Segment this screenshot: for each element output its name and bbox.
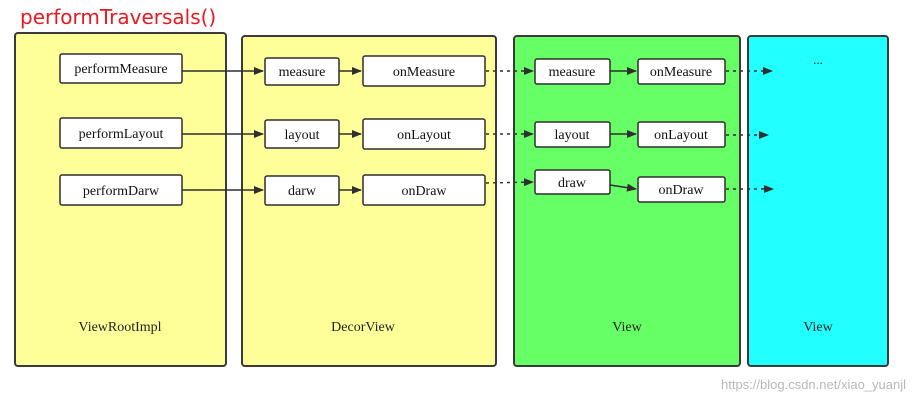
- lane-view-1-label: View: [612, 320, 642, 335]
- svg-text:onDraw: onDraw: [401, 184, 447, 199]
- node-decor-on-draw: onDraw: [362, 174, 486, 206]
- lane-view-2-box: [747, 35, 889, 367]
- watermark-text: https://blog.csdn.net/xiao_yuanjl: [721, 377, 906, 392]
- svg-text:layout: layout: [285, 128, 320, 143]
- svg-text:onMeasure: onMeasure: [393, 65, 455, 80]
- node-view-on-layout: onLayout: [637, 121, 726, 148]
- node-perform-measure: performMeasure: [59, 53, 183, 84]
- svg-text:layout: layout: [555, 128, 590, 143]
- svg-text:onMeasure: onMeasure: [650, 65, 712, 80]
- svg-text:measure: measure: [279, 65, 326, 80]
- node-decor-on-layout: onLayout: [362, 118, 486, 150]
- lane-view-2: View: [747, 35, 889, 367]
- svg-text:performDarw: performDarw: [83, 184, 160, 199]
- node-view-on-draw: onDraw: [637, 176, 726, 203]
- arrow-view-draw-to-ondraw: [609, 183, 637, 192]
- svg-text:onLayout: onLayout: [397, 128, 451, 143]
- node-view-measure: measure: [534, 58, 611, 85]
- lane-view-1-box: [513, 35, 741, 367]
- lane-viewrootimpl-label: ViewRootImpl: [78, 320, 161, 335]
- node-decor-measure: measure: [264, 57, 340, 86]
- svg-text:darw: darw: [288, 184, 317, 199]
- svg-text:performLayout: performLayout: [79, 127, 164, 142]
- svg-text:measure: measure: [549, 65, 596, 80]
- node-perform-draw: performDarw: [59, 174, 183, 206]
- lane-view-2-label: View: [803, 320, 833, 335]
- arrow-ondraw-to-view-draw: [485, 178, 534, 187]
- diagram-title: performTraversals(): [20, 5, 216, 29]
- node-view-on-measure: onMeasure: [637, 58, 726, 85]
- node-view-layout: layout: [534, 121, 611, 148]
- svg-text:onLayout: onLayout: [654, 128, 708, 143]
- svg-text:performMeasure: performMeasure: [74, 62, 167, 77]
- node-perform-layout: performLayout: [59, 117, 183, 149]
- lane-view-1: View: [513, 35, 741, 367]
- node-decor-layout: layout: [264, 119, 340, 149]
- svg-text:onDraw: onDraw: [658, 183, 704, 198]
- svg-text:draw: draw: [558, 176, 587, 191]
- ellipsis-text: ...: [813, 52, 823, 67]
- node-decor-draw: darw: [264, 175, 340, 206]
- node-view-draw: draw: [534, 169, 611, 195]
- lane-decorview-label: DecorView: [331, 320, 396, 335]
- node-decor-on-measure: onMeasure: [362, 55, 486, 87]
